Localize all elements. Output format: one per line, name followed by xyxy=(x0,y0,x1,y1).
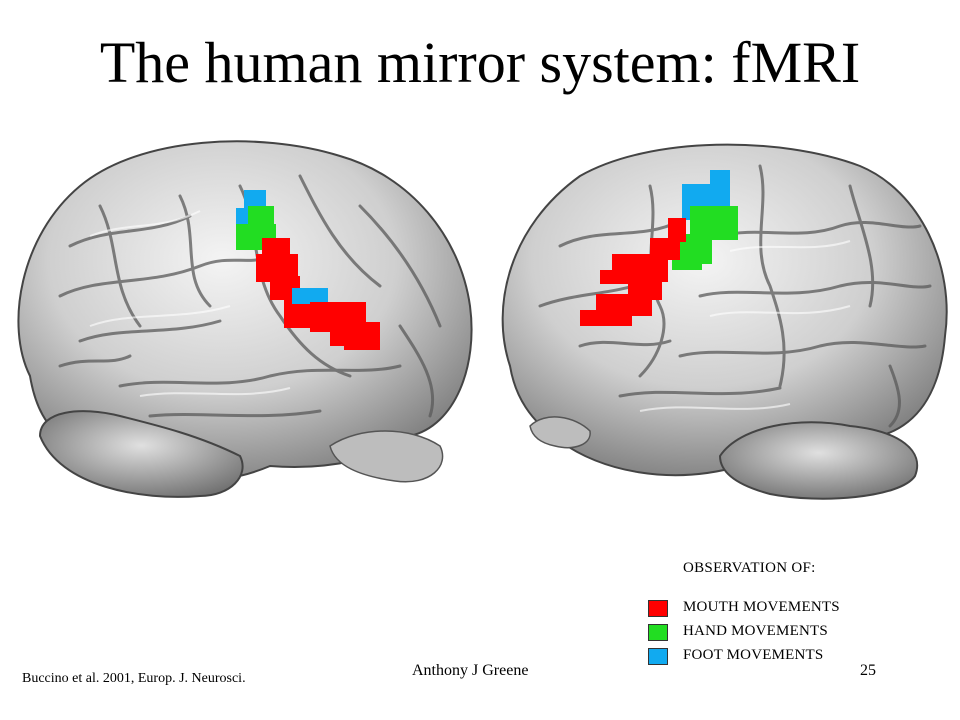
right-hemisphere xyxy=(501,143,948,500)
slide-title: The human mirror system: fMRI xyxy=(99,30,861,95)
author: Anthony J Greene xyxy=(412,662,529,679)
citation: Buccino et al. 2001, Europ. J. Neurosci. xyxy=(22,671,246,686)
fmri-brain-figure xyxy=(17,140,948,500)
foot-swatch xyxy=(648,648,668,665)
right-activations xyxy=(580,170,738,326)
mouth-swatch xyxy=(648,600,668,617)
page-number: 25 xyxy=(860,662,876,679)
hand-swatch xyxy=(648,624,668,641)
left-activations xyxy=(236,190,380,350)
legend-label: MOUTH MOVEMENTS xyxy=(683,599,840,615)
legend-label: FOOT MOVEMENTS xyxy=(683,647,824,663)
legend-label: HAND MOVEMENTS xyxy=(683,623,828,639)
left-hemisphere xyxy=(17,140,473,498)
legend-heading: OBSERVATION OF: xyxy=(683,560,816,576)
